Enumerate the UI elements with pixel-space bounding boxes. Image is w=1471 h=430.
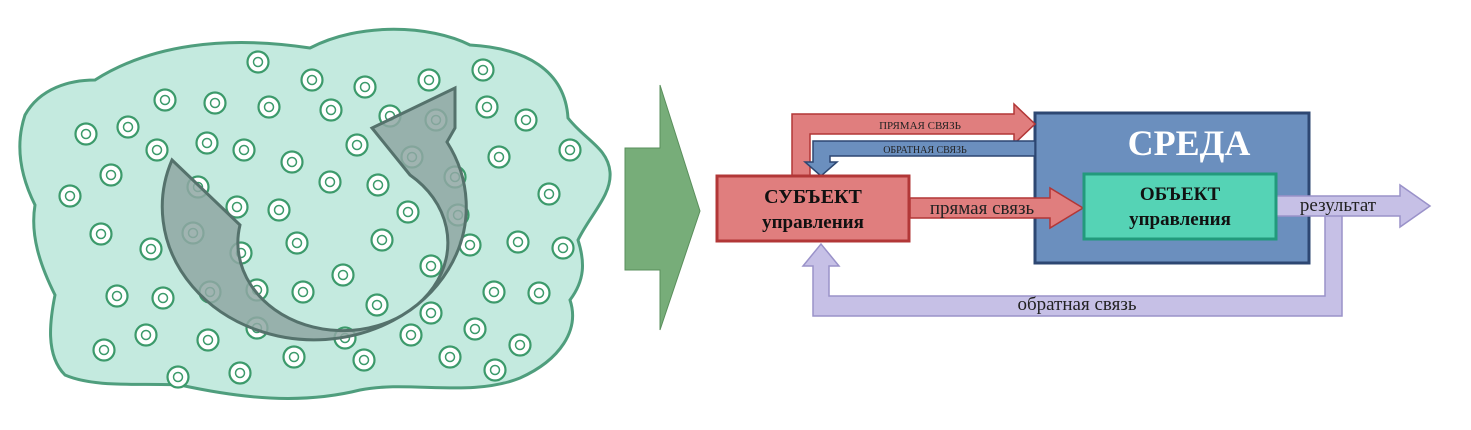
system-blob bbox=[18, 27, 612, 400]
concentric-circle-icon bbox=[419, 254, 443, 278]
concentric-circle-icon bbox=[417, 68, 441, 92]
concentric-circle-icon bbox=[267, 198, 291, 222]
concentric-circle-icon bbox=[285, 231, 309, 255]
concentric-circle-icon bbox=[300, 68, 324, 92]
subject-subtitle: управления bbox=[762, 212, 864, 233]
feedback-top-arrow bbox=[803, 140, 1036, 177]
concentric-circle-icon bbox=[487, 145, 511, 169]
concentric-circle-icon bbox=[92, 338, 116, 362]
concentric-circle-icon bbox=[527, 281, 551, 305]
concentric-circle-icon bbox=[345, 133, 369, 157]
concentric-circle-icon bbox=[196, 328, 220, 352]
concentric-circle-icon bbox=[232, 138, 256, 162]
concentric-circle-icon bbox=[482, 280, 506, 304]
direct-link-top-arrow bbox=[791, 102, 1037, 177]
result-label: результат bbox=[1300, 195, 1377, 216]
feedback-label: обратная связь bbox=[1017, 294, 1136, 315]
concentric-circle-icon bbox=[399, 323, 423, 347]
feedback-top-label: ОБРАТНАЯ СВЯЗЬ bbox=[883, 145, 967, 156]
concentric-circle-icon bbox=[228, 361, 252, 385]
concentric-circle-icon bbox=[318, 170, 342, 194]
object-box bbox=[1082, 172, 1278, 241]
concentric-circle-icon bbox=[139, 237, 163, 261]
concentric-circle-icon bbox=[508, 333, 532, 357]
concentric-circle-icon bbox=[396, 200, 420, 224]
concentric-circle-icon bbox=[74, 122, 98, 146]
swirl-shape bbox=[160, 85, 468, 342]
direct-link-arrow bbox=[909, 186, 1085, 230]
concentric-circle-icon bbox=[537, 182, 561, 206]
result-arrow bbox=[1275, 183, 1432, 229]
concentric-circle-icon bbox=[353, 75, 377, 99]
concentric-circle-icon bbox=[483, 358, 507, 382]
concentric-circle-icon bbox=[475, 95, 499, 119]
concentric-circle-icon bbox=[291, 280, 315, 304]
direct-link-label: прямая связь bbox=[930, 198, 1035, 219]
concentric-circle-icon bbox=[134, 323, 158, 347]
concentric-circle-icon bbox=[471, 58, 495, 82]
concentric-circle-icon bbox=[116, 115, 140, 139]
feedback-loop-arrow bbox=[801, 211, 1343, 317]
concentric-circle-icon bbox=[257, 95, 281, 119]
concentric-circle-icon bbox=[99, 163, 123, 187]
concentric-circle-icon bbox=[419, 301, 443, 325]
object-subtitle: управления bbox=[1129, 209, 1231, 230]
concentric-circle-icon bbox=[105, 284, 129, 308]
concentric-circle-icon bbox=[166, 365, 190, 389]
concentric-circle-icon bbox=[352, 348, 376, 372]
environment-title: СРЕДА bbox=[1128, 123, 1251, 163]
concentric-circle-icon bbox=[463, 317, 487, 341]
concentric-circle-icon bbox=[331, 263, 355, 287]
subject-title: СУБЪЕКТ bbox=[764, 186, 862, 208]
concentric-circle-icon bbox=[203, 91, 227, 115]
concentric-circle-icon bbox=[280, 150, 304, 174]
object-title: ОБЪЕКТ bbox=[1140, 184, 1221, 205]
concentric-circle-icon bbox=[438, 345, 462, 369]
concentric-circle-icon bbox=[89, 222, 113, 246]
concentric-circle-icon bbox=[506, 230, 530, 254]
concentric-circle-icon bbox=[558, 138, 582, 162]
concentric-circle-icon bbox=[195, 131, 219, 155]
direct-link-top-label: ПРЯМАЯ СВЯЗЬ bbox=[879, 120, 961, 132]
concentric-circle-icon bbox=[551, 236, 575, 260]
concentric-circle-icon bbox=[151, 286, 175, 310]
concentric-circle-icon bbox=[153, 88, 177, 112]
subject-box bbox=[715, 174, 911, 243]
concentric-circle-icon bbox=[282, 345, 306, 369]
right-arrow-icon bbox=[624, 84, 701, 331]
concentric-circle-icon bbox=[319, 98, 343, 122]
concentric-circle-icon bbox=[58, 184, 82, 208]
concentric-circle-icon bbox=[365, 293, 389, 317]
concentric-circle-icon bbox=[225, 195, 249, 219]
concentric-circle-icon bbox=[366, 173, 390, 197]
concentric-circle-icon bbox=[145, 138, 169, 162]
concentric-circle-icon bbox=[246, 50, 270, 74]
circular-arrow-icon bbox=[160, 85, 468, 342]
concentric-circle-icon bbox=[370, 228, 394, 252]
concentric-circle-icon bbox=[514, 108, 538, 132]
